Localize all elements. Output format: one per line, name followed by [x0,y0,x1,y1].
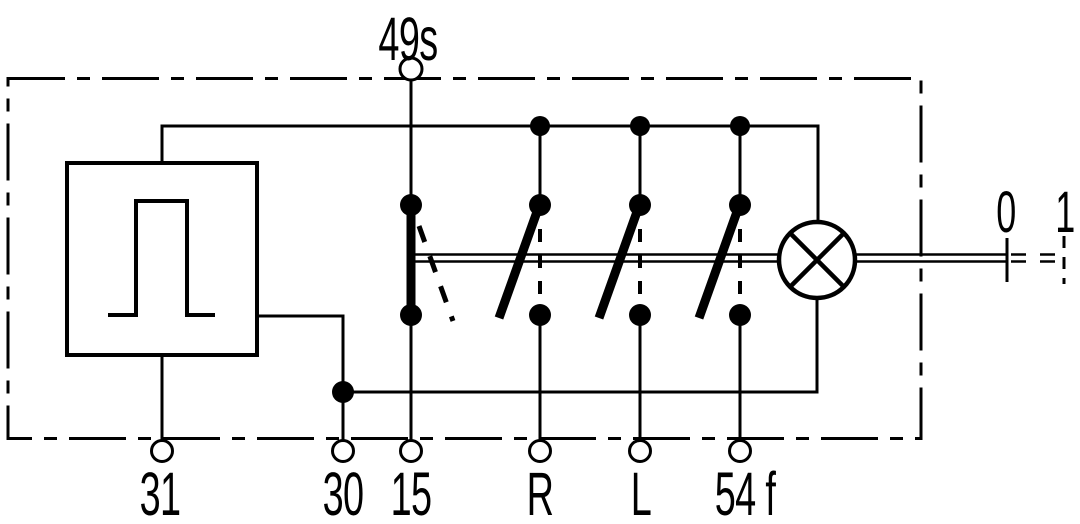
terminal-label-31: 31 [139,460,181,524]
contact-dots [332,116,751,403]
terminal-label-49s: 49s [378,5,438,73]
terminal-circle-r [528,439,552,463]
switch-levers [406,206,743,322]
contact-dot [400,304,422,326]
wire-top-rail [160,124,820,222]
terminal-circle-15 [399,439,423,463]
terminal-label-l: L [630,460,652,524]
terminal-circle-31 [150,439,174,463]
wires [160,69,820,451]
lamp-cross [788,231,846,289]
terminal-circle-l [628,439,652,463]
contact-dot [529,194,551,216]
pulse-symbol-icon [108,199,215,317]
lever-15-alternate-dashed [416,225,456,322]
terminal-circles [150,56,752,463]
position-label-1: 1 [1055,180,1075,245]
position-label-0: 0 [996,180,1016,245]
contact-dot [629,304,651,326]
junction-dot [332,381,354,403]
relay-box-outline [65,161,259,357]
contact-dot [729,194,751,216]
junction-dot [730,116,750,136]
lamp-icon [776,219,858,301]
terminal-circle-54f [728,439,752,463]
junction-dot [630,116,650,136]
contact-dot [729,304,751,326]
contact-dot [629,194,651,216]
terminal-circle-30 [331,439,355,463]
actuator-bar [413,253,1057,263]
terminal-label-r: R [526,460,554,524]
terminal-label-15: 15 [390,460,432,524]
terminal-label-30: 30 [322,460,364,524]
position-scale [1005,236,1066,284]
junction-dot [530,116,550,136]
lever-54f-open [694,207,743,320]
lever-r-open [494,207,543,320]
contact-dot [400,194,422,216]
terminal-circle-49s [398,56,424,82]
enclosure-border [6,77,923,440]
wire-relay-output [257,314,345,451]
terminal-label-54f: 54 f [714,460,776,524]
flasher-relay-box [65,161,259,357]
contact-dot [529,304,551,326]
wire-lamp-return [343,298,819,394]
lever-l-open [594,207,643,320]
